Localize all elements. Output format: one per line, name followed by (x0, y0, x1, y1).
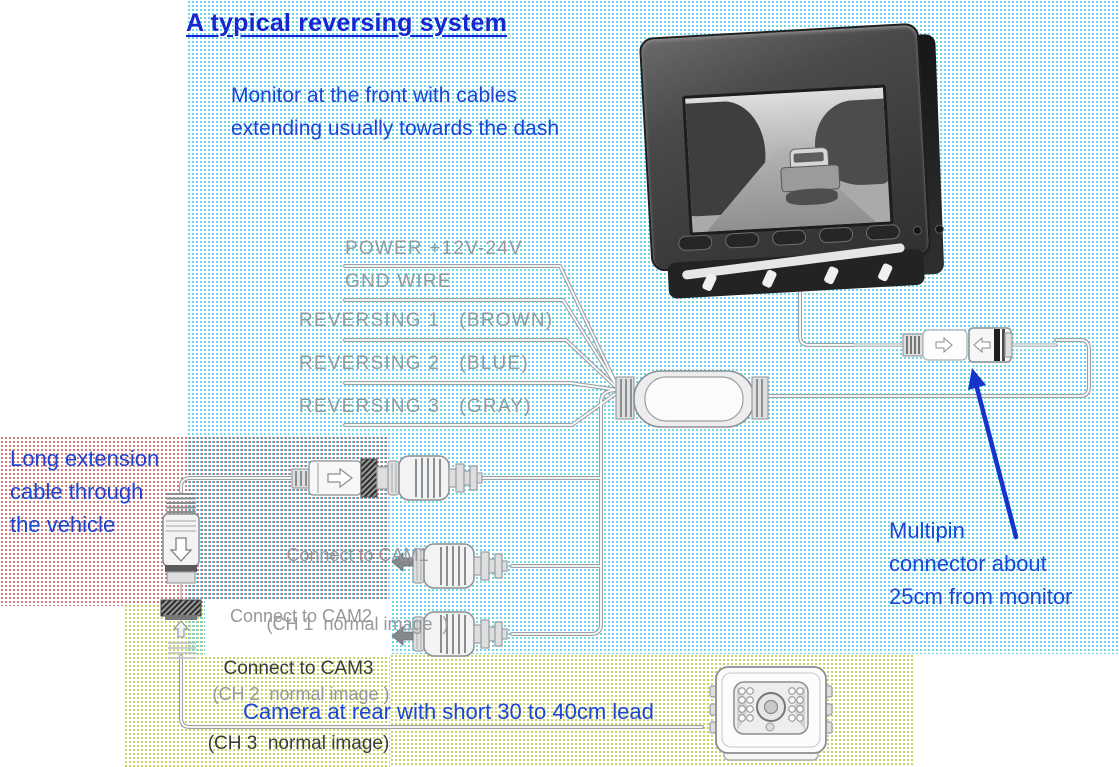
long-extension-connector (160, 493, 202, 659)
up-arrow-icon (172, 620, 190, 638)
ir-sensor (934, 223, 945, 234)
right-arrow-icon (327, 467, 353, 489)
rear-camera (709, 666, 833, 761)
cam3-left-arrow-icon (391, 626, 414, 646)
cam1-plug (387, 455, 483, 501)
wire-label-power: POWER +12V-24V (345, 238, 523, 259)
wire-label-gnd: GND WIRE (345, 271, 452, 292)
car-on-screen (779, 146, 841, 206)
multipin-connector (902, 327, 1013, 363)
monitor-body (638, 22, 945, 272)
wire-label-reversing3: REVERSING 3 (GRAY) (299, 396, 532, 417)
cam2-left-arrow-icon (391, 552, 414, 572)
rear-view-monitor (638, 22, 945, 306)
wire-label-reversing1: REVERSING 1 (BROWN) (299, 310, 554, 331)
menu-button[interactable] (724, 231, 760, 249)
multipin-callout-arrow (968, 368, 1019, 540)
cam3-label: Connect to CAM3 (CH 3 normal image) (207, 658, 390, 754)
control-junction-box (615, 370, 769, 428)
long-extension-note: Long extension cable through the vehicle (10, 446, 160, 537)
page-title: A typical reversing system (186, 9, 508, 37)
monitor-note: Monitor at the front with cables extendi… (231, 84, 560, 140)
cam1-label: Connect to CAM1 (CH 1 normal image ) (266, 545, 449, 634)
power-button[interactable] (865, 223, 901, 241)
ir-leds (738, 687, 804, 722)
extension-cable-coupling (291, 458, 390, 498)
down-button[interactable] (771, 228, 807, 246)
right-arrow-icon (935, 336, 953, 354)
multipin-note: Multipin connector about 25cm from monit… (889, 518, 1073, 609)
down-arrow-icon (169, 537, 193, 562)
up-button[interactable] (818, 226, 854, 243)
cam2-label: Connect to CAM2 (CH 2 normal image ) (212, 606, 390, 704)
wire-label-reversing2: REVERSING 2 (BLUE) (299, 353, 529, 374)
power-led (912, 225, 923, 235)
monitor-screen (682, 84, 894, 236)
left-arrow-icon (973, 336, 991, 354)
cam-select-button[interactable] (677, 233, 713, 251)
cam3-label-box (205, 601, 390, 657)
camera-note: Camera at rear with short 30 to 40cm lea… (243, 699, 654, 724)
cable-tube-cores (180, 265, 1090, 728)
